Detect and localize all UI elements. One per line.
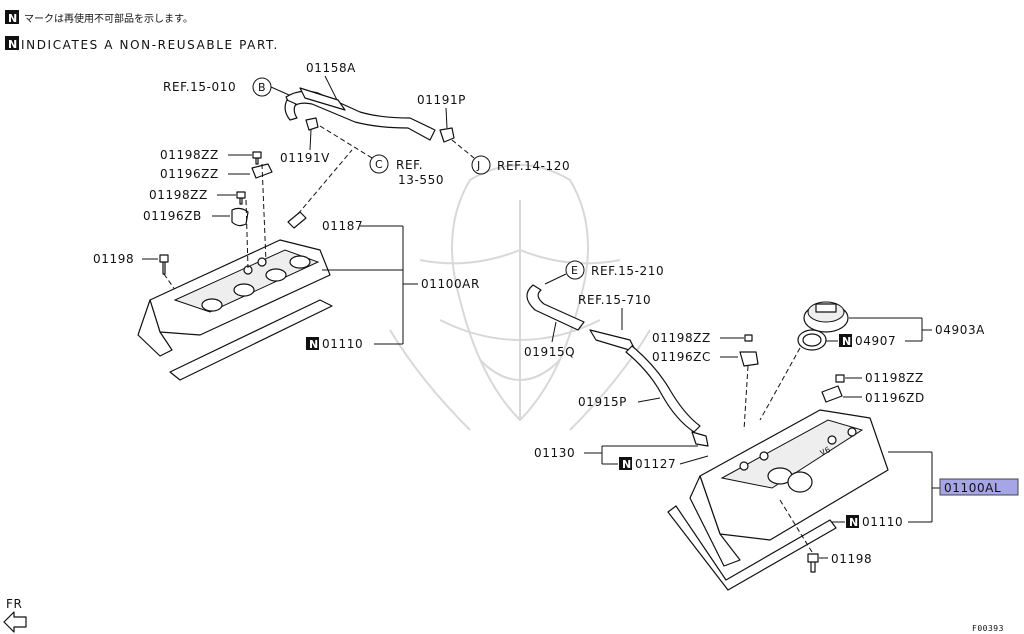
label-04903A: 04903A — [935, 323, 985, 337]
bolt-01198ZZ-b — [236, 191, 246, 205]
label-01198ZZ-b: 01198ZZ — [149, 188, 208, 202]
n-mark-text: N — [849, 516, 858, 529]
leader-01915Q — [551, 321, 557, 343]
leader-01191V — [309, 129, 312, 151]
label-ref15-010: REF.15-010 — [163, 80, 236, 94]
gasket-01110-right — [169, 299, 333, 381]
clamp-01191V — [305, 117, 319, 131]
gasket-01110-left — [667, 505, 837, 591]
label-01100AR: 01100AR — [421, 277, 480, 291]
front-direction-arrow-icon — [3, 611, 27, 633]
leader-01915P — [637, 397, 661, 403]
clamp-01191P — [439, 127, 455, 143]
circle-ref-E-text: E — [571, 264, 578, 277]
leader-01158A — [324, 75, 338, 101]
circle-ref-J — [471, 155, 491, 175]
highlight-01100AL — [939, 478, 1019, 496]
label-01198ZZ-c: 01198ZZ — [652, 331, 711, 345]
label-01100AL: 01100AL — [944, 481, 1001, 495]
dash-bolt-b — [245, 199, 249, 269]
pcv-valve — [691, 431, 709, 447]
non-reusable-mark-icon — [5, 10, 19, 24]
cover-emblem-text: V6 — [819, 445, 833, 458]
non-reusable-mark-icon — [846, 515, 859, 528]
label-01196ZB: 01196ZB — [143, 209, 202, 223]
circle-ref-C-text: C — [375, 158, 383, 171]
label-01196ZD: 01196ZD — [865, 391, 925, 405]
n-mark-text: N — [309, 338, 318, 351]
label-ref13-550-b: 13-550 — [398, 173, 444, 187]
label-01191P: 01191P — [417, 93, 466, 107]
leader-ref-C — [319, 125, 373, 159]
dash-01196ZC — [743, 365, 749, 431]
dash-cap — [759, 347, 801, 421]
non-reusable-mark-icon — [5, 36, 19, 50]
label-ref13-550-a: REF. — [396, 158, 423, 172]
n-mark-text: N — [622, 458, 631, 471]
label-01915P: 01915P — [578, 395, 627, 409]
label-01187: 01187 — [322, 219, 363, 233]
figure-code: F00393 — [972, 624, 1004, 633]
leader-ref-J — [451, 139, 475, 159]
dash-01187-to-hose — [297, 149, 353, 215]
circle-ref-B-text: B — [258, 81, 266, 94]
header-en: N INDICATES A NON-REUSABLE PART. — [5, 36, 279, 52]
n-mark-text: N — [8, 38, 17, 51]
label-01127: 01127 — [635, 457, 676, 471]
label-01196ZC: 01196ZC — [652, 350, 711, 364]
label-01158A: 01158A — [306, 61, 356, 75]
bolt-01198ZZ-a — [252, 151, 262, 165]
bracket-01196ZB — [231, 207, 249, 227]
rocker-cover-01100AR — [137, 239, 331, 357]
bolt-01198ZZ-d — [835, 374, 845, 383]
bracket-01196ZZ — [251, 163, 273, 179]
label-01196ZZ: 01196ZZ — [160, 167, 219, 181]
rocker-cover-01100AL: V6 — [689, 409, 889, 567]
label-01915Q: 01915Q — [524, 345, 575, 359]
circle-ref-E — [565, 260, 585, 280]
gasket-04907-inner — [802, 333, 822, 347]
hose-01915Q — [526, 284, 585, 331]
label-01198ZZ-a: 01198ZZ — [160, 148, 219, 162]
circle-ref-C — [369, 154, 389, 174]
label-01191V: 01191V — [280, 151, 330, 165]
header-jp: N マークは再使用不可部品を示します。 — [5, 10, 193, 25]
non-reusable-mark-icon — [306, 337, 319, 350]
notice-jp: マークは再使用不可部品を示します。 — [24, 12, 193, 25]
bracket-01196ZC — [739, 351, 759, 367]
label-01130: 01130 — [534, 446, 575, 460]
label-ref15-710: REF.15-710 — [578, 293, 651, 307]
leader-01127 — [679, 455, 709, 465]
pcv-fitting-01187 — [287, 211, 307, 229]
label-04907: 04907 — [855, 334, 896, 348]
leader-ref15-210 — [544, 273, 567, 285]
n-mark-text: N — [8, 12, 17, 25]
label-01110-b: 01110 — [862, 515, 903, 529]
label-01198-a: 01198 — [93, 252, 134, 266]
label-ref15-210: REF.15-210 — [591, 264, 664, 278]
hose-01915P — [625, 345, 701, 433]
circle-ref-J-text: J — [476, 159, 480, 172]
leader-ref15-010 — [270, 86, 290, 96]
leader-01191P — [445, 107, 448, 129]
bolt-01198-a — [159, 254, 169, 275]
label-fr: FR — [6, 597, 22, 611]
watermark-emblem — [389, 164, 651, 431]
dash-bolt-a — [261, 163, 267, 263]
breather-hose-01158A — [284, 87, 436, 141]
label-01110-a: 01110 — [322, 337, 363, 351]
non-reusable-mark-icon — [619, 457, 632, 470]
n-mark-text: N — [842, 335, 851, 348]
non-reusable-mark-icon — [839, 334, 852, 347]
bracket-01196ZD — [821, 385, 843, 403]
oil-filler-cap-04903A — [803, 301, 849, 333]
dash-01198-b — [779, 499, 813, 553]
bolt-01198-b — [807, 553, 819, 573]
label-01198-b: 01198 — [831, 552, 872, 566]
bolt-01198ZZ-c — [744, 334, 753, 342]
notice-en: INDICATES A NON-REUSABLE PART. — [21, 38, 279, 52]
label-01198ZZ-d: 01198ZZ — [865, 371, 924, 385]
label-ref14-120: REF.14-120 — [497, 159, 570, 173]
